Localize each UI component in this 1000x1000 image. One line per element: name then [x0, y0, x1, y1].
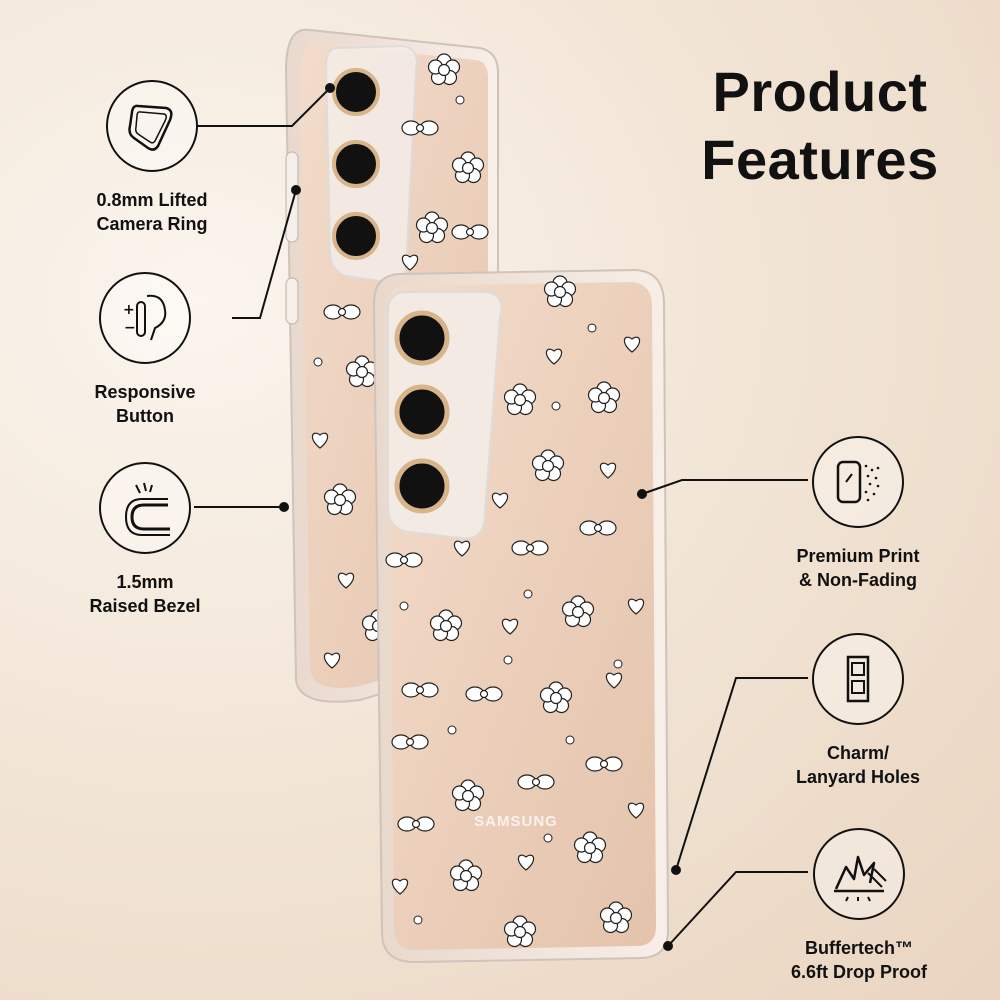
front-phone: SAMSUNG	[372, 268, 670, 964]
label-line1: 0.8mm Lifted	[96, 190, 208, 210]
feature-drop-proof: Buffertech™ 6.6ft Drop Proof	[770, 828, 948, 984]
feature-charm-lanyard: Charm/ Lanyard Holes	[772, 633, 944, 789]
feature-responsive-button: + − Responsive Button	[75, 272, 215, 428]
feature-label: Premium Print & Non-Fading	[772, 544, 944, 592]
label-line1: Responsive	[94, 382, 196, 402]
label-line1: Charm/	[826, 743, 889, 763]
feature-label: 0.8mm Lifted Camera Ring	[82, 188, 222, 236]
feature-camera-ring: 0.8mm Lifted Camera Ring	[82, 80, 222, 236]
feature-raised-bezel: 1.5mm Raised Bezel	[75, 462, 215, 618]
responsive-button-icon: + −	[99, 272, 191, 364]
drop-proof-icon	[813, 828, 905, 920]
page-title: Product Features	[660, 58, 980, 194]
label-line1: Buffertech™	[804, 938, 913, 958]
feature-label: 1.5mm Raised Bezel	[75, 570, 215, 618]
svg-text:−: −	[124, 320, 136, 336]
label-line2: Lanyard Holes	[795, 767, 921, 787]
raised-bezel-icon	[99, 462, 191, 554]
label-line1: Premium Print	[796, 546, 920, 566]
label-line1: 1.5mm	[116, 572, 174, 592]
feature-premium-print: Premium Print & Non-Fading	[772, 436, 944, 592]
camera-ring-icon	[106, 80, 198, 172]
label-line2: & Non-Fading	[799, 570, 917, 590]
label-line2: Camera Ring	[96, 214, 208, 234]
lanyard-holes-icon	[812, 633, 904, 725]
feature-label: Buffertech™ 6.6ft Drop Proof	[770, 936, 948, 984]
label-line2: Button	[116, 406, 174, 426]
premium-print-icon	[812, 436, 904, 528]
label-line2: 6.6ft Drop Proof	[790, 962, 927, 982]
feature-label: Charm/ Lanyard Holes	[772, 741, 944, 789]
brand-mark: SAMSUNG	[474, 813, 558, 830]
title-line2: Features	[701, 128, 939, 191]
callout-dots	[279, 83, 681, 951]
label-line2: Raised Bezel	[89, 596, 201, 616]
title-line1: Product	[712, 60, 928, 123]
feature-label: Responsive Button	[75, 380, 215, 428]
callout-lines	[194, 87, 808, 947]
svg-text:+: +	[123, 302, 135, 318]
